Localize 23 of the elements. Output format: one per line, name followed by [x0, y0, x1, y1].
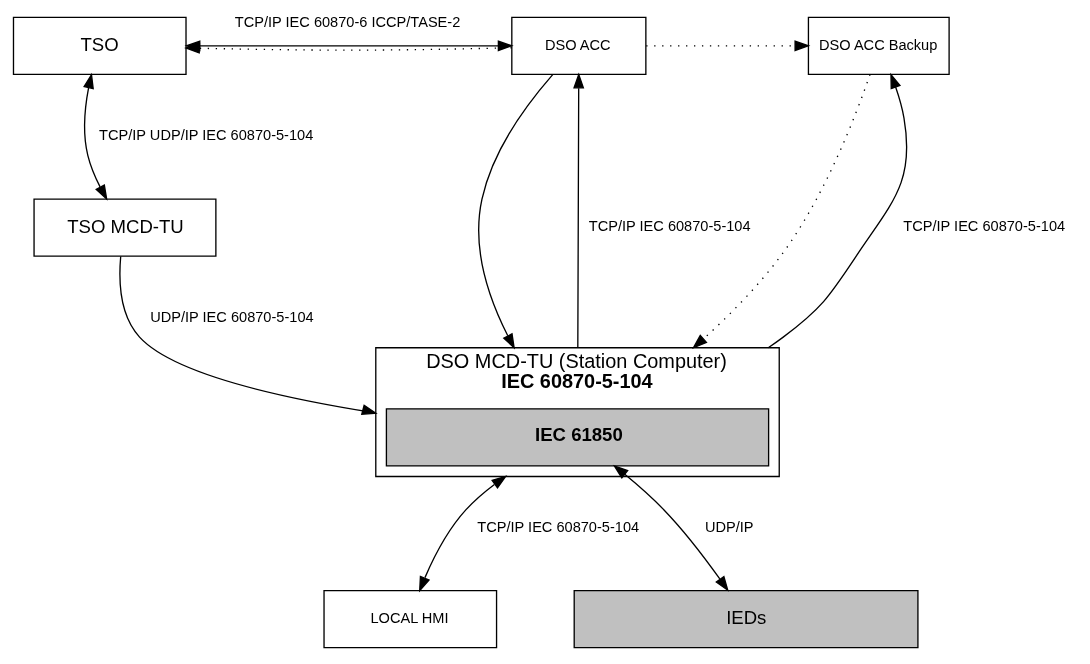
node-box: TSO: [12, 16, 187, 75]
arrow: [645, 39, 811, 51]
edge-label: TCP/IP IEC 60870-5-104: [903, 217, 1066, 234]
edge-label: UDP/IP IEC 60870-5-104: [150, 308, 314, 325]
node-box: DSO ACC: [511, 16, 647, 75]
arrow: [692, 73, 871, 349]
arrow: [119, 255, 378, 415]
node-box: DSO ACC Backup: [807, 16, 950, 75]
edge-label: UDP/IP: [704, 518, 754, 535]
node-box: TSO MCD-TU: [33, 197, 217, 257]
arrow: [83, 72, 108, 201]
arrow: [478, 73, 554, 350]
arrow: [573, 72, 585, 348]
arrow: [612, 464, 729, 592]
node-box: IEC 61850: [385, 407, 770, 467]
node-box: LOCAL HMI: [323, 589, 498, 648]
edge-label: TCP/IP IEC 60870-5-104: [477, 518, 640, 535]
node-box: IEDs: [573, 589, 919, 648]
arrow: [767, 72, 908, 348]
arrow: [418, 474, 508, 592]
edge-label: TCP/IP IEC 60870-5-104: [588, 217, 751, 234]
edge-label: TCP/IP IEC 60870-6 ICCP/TASE-2: [234, 13, 461, 30]
edge-label: TCP/IP UDP/IP IEC 60870-5-104: [99, 126, 314, 143]
